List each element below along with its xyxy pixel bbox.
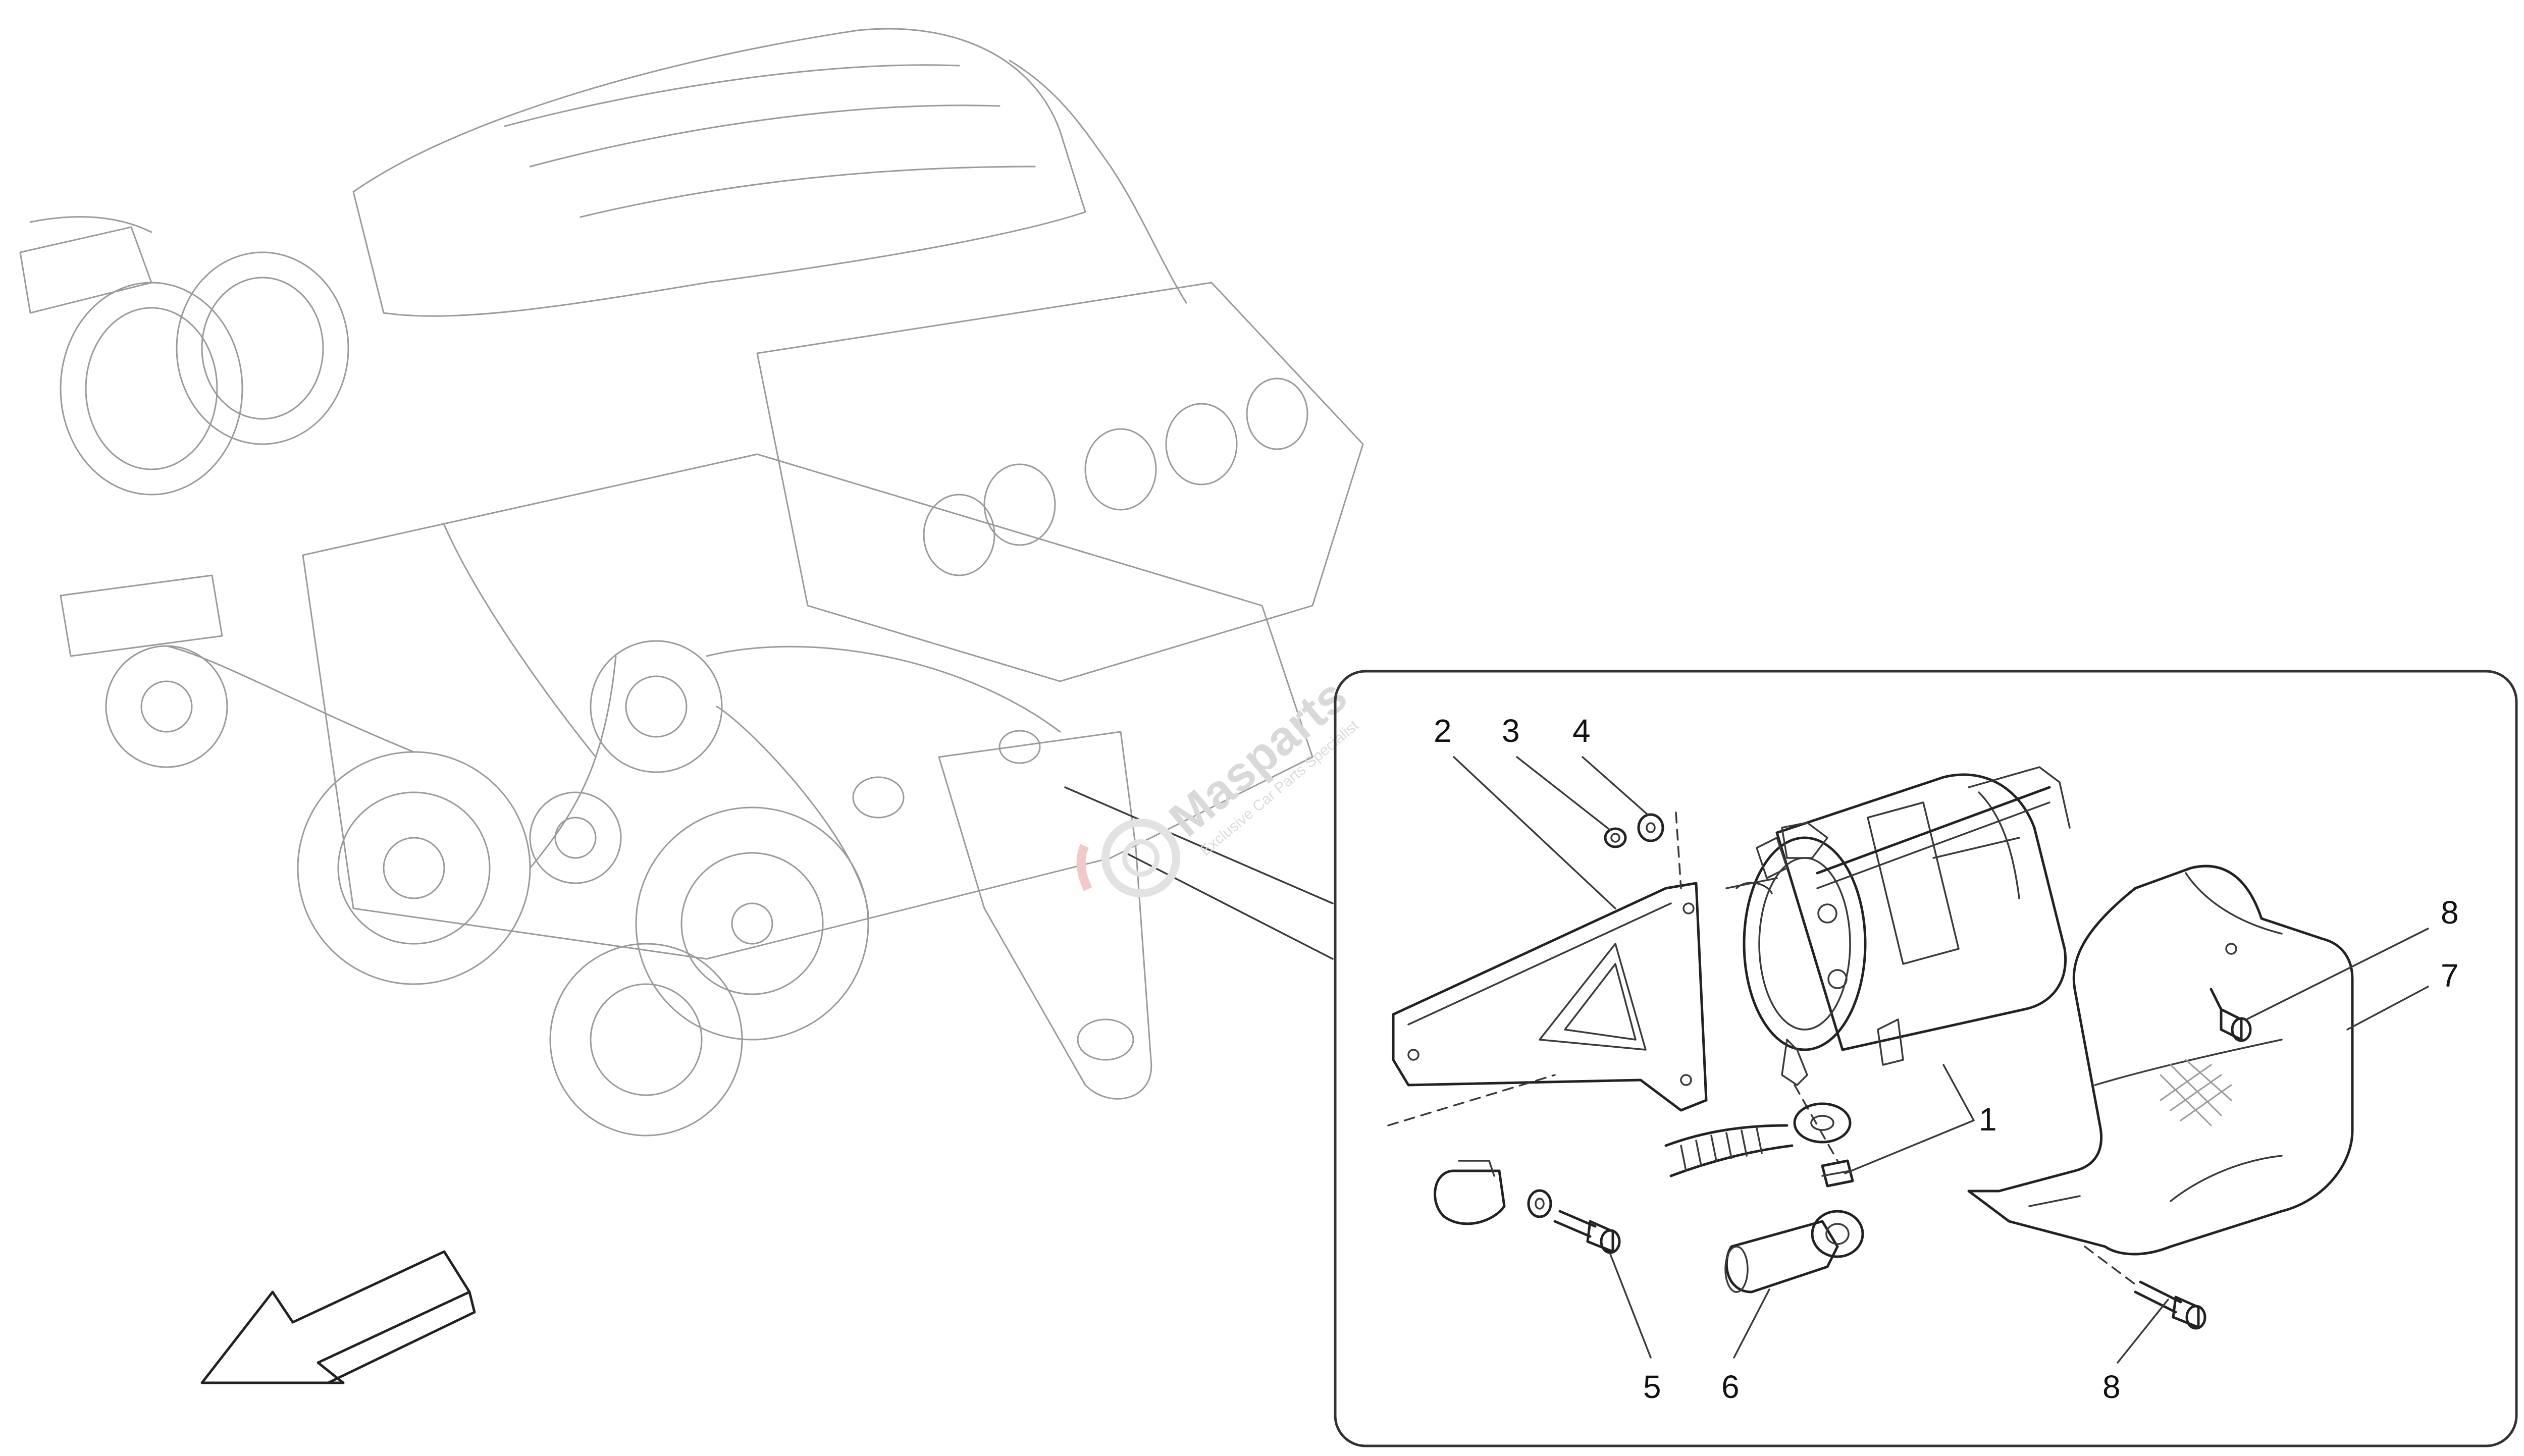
bolt-part [1553,1210,1621,1254]
zoom-leader [1064,786,1334,960]
callout-2: 2 [1434,713,1452,749]
shield-bolt-bottom-part [2134,1280,2206,1330]
callout-7: 7 [2441,957,2459,994]
bolt-washer-part [1527,1189,1552,1218]
battery-cable [1664,1102,1852,1177]
callout-1: 1 [1979,1101,1997,1138]
callout-8-top: 8 [2441,894,2459,931]
bracket-part [1392,882,1708,1112]
callout-4: 4 [1572,713,1591,749]
starter-motor-detail: 2 3 4 8 7 1 5 6 8 [1387,713,2459,1405]
watermark-logo-icon [1101,819,1180,897]
washer-part [1637,813,1664,842]
direction-arrow [200,1250,476,1384]
callout-leaders [1453,756,2429,1364]
heat-shield-part [1967,865,2354,1256]
starter-motor [1725,766,2071,1086]
callout-5: 5 [1643,1369,1661,1405]
engine-assembly [19,28,1364,1137]
terminal-boot-part [1724,1210,1864,1293]
shield-bolt-top-part [2210,988,2252,1042]
callout-labels: 2 3 4 8 7 1 5 6 8 [1434,713,2459,1405]
cable-clip-part [1434,1160,1506,1225]
callout-6: 6 [1721,1369,1740,1405]
detail-frame [1334,670,2518,1447]
callout-3: 3 [1502,713,1520,749]
nut-part [1604,827,1627,848]
terminal-nut-part [1821,1159,1854,1188]
watermark: Masparts Exclusive Car Parts Specialist [1076,669,1362,897]
callout-8-bottom: 8 [2102,1369,2121,1405]
